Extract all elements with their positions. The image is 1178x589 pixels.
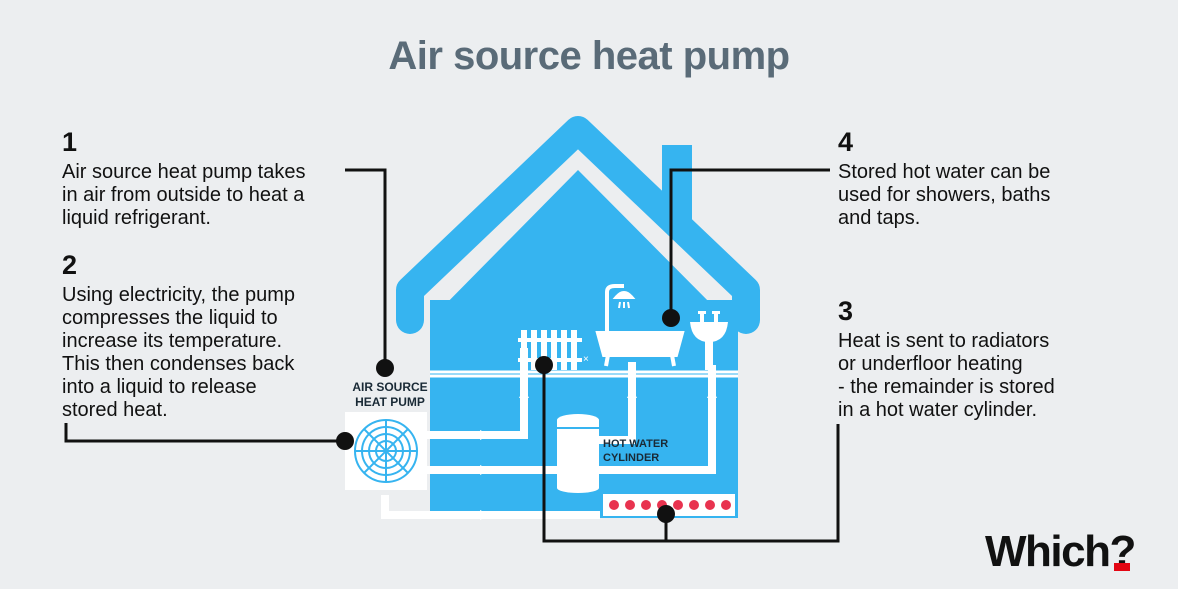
floor-lines (430, 370, 738, 378)
step-4-number: 4 (838, 127, 854, 157)
step-1: 1 Air source heat pump takes in air from… (62, 127, 362, 230)
step-2-text: Using electricity, the pump compresses t… (62, 284, 296, 421)
step-2: 2 Using electricity, the pump compresses… (62, 250, 362, 422)
callout-lines (64, 168, 840, 543)
underfloor-heating (603, 494, 735, 516)
cylinder-label-line1: HOT WATER (603, 438, 668, 450)
flow-arrows (480, 388, 717, 520)
house-roof (396, 116, 760, 334)
bath-shower-icon (595, 284, 685, 367)
brand-name: Which (985, 527, 1111, 576)
which-logo: Which? (985, 527, 1136, 577)
step-1-number: 1 (62, 127, 78, 157)
heat-pump-unit (345, 412, 427, 490)
step-1-text: Air source heat pump takes in air from o… (62, 161, 306, 229)
pump-label-line2: HEAT PUMP (355, 395, 425, 409)
step-2-number: 2 (62, 250, 78, 280)
step-4: 4 Stored hot water can be used for showe… (838, 127, 1118, 230)
step-3-number: 3 (838, 296, 854, 326)
page-title: Air source heat pump (388, 34, 790, 78)
sink-icon (690, 311, 728, 370)
pipes (381, 348, 716, 519)
step-3-text: Heat is sent to radiators or underfloor … (838, 330, 1055, 421)
step-4-text: Stored hot water can be used for showers… (838, 161, 1051, 229)
hot-water-cylinder-icon (557, 414, 599, 493)
brand-mark: ? (1109, 527, 1136, 576)
callout-dots (336, 309, 680, 523)
pump-label-line1: AIR SOURCE (352, 380, 427, 394)
step-3: 3 Heat is sent to radiators or underfloo… (838, 296, 1128, 422)
svg-text:×: × (583, 354, 589, 365)
cylinder-label-line2: CYLINDER (603, 452, 659, 464)
